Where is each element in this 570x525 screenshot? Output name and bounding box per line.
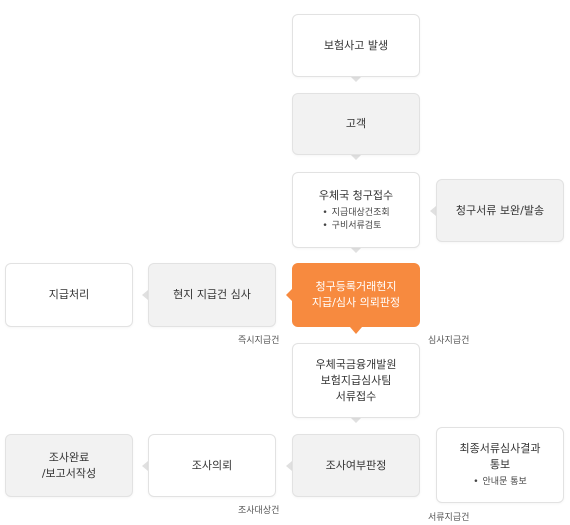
- node-postoffice-item: 구비서류검토: [322, 220, 389, 233]
- label-investigation-target: 조사대상건: [238, 506, 280, 516]
- node-investigation-done-line2: /보고서작성: [41, 466, 97, 480]
- arrow-left-decision: [286, 289, 292, 301]
- node-center-line2: 보험지급심사팀: [320, 373, 392, 387]
- node-investigation-done: 조사완료 /보고서작성: [5, 434, 133, 497]
- arrow-down-postoffice: [351, 248, 361, 253]
- node-accident: 보험사고 발생: [292, 14, 420, 77]
- node-center-line1: 우체국금융개발원: [315, 357, 397, 371]
- arrow-down-customer: [351, 155, 361, 160]
- node-customer-label: 고객: [345, 117, 367, 130]
- node-customer: 고객: [292, 93, 420, 155]
- node-postoffice-title: 우체국 청구접수: [318, 188, 394, 202]
- arrow-down-decision: [350, 327, 362, 334]
- arrow-down-accident: [351, 77, 361, 82]
- node-final-notice-list: 안내문 통보: [473, 476, 527, 489]
- node-decision-line1: 청구등록거래현지: [315, 280, 397, 293]
- node-payment: 지급처리: [5, 263, 133, 327]
- node-payment-label: 지급처리: [48, 288, 90, 301]
- label-immediate: 즉시지급건: [238, 336, 280, 346]
- node-investigation-done-line1: 조사완료: [48, 450, 90, 464]
- arrow-left-supplement: [430, 206, 436, 216]
- node-center: 우체국금융개발원 보험지급심사팀 서류접수: [292, 343, 420, 418]
- node-onsite-review: 현지 지급건 심사: [148, 263, 276, 327]
- node-investigation-request-label: 조사의뢰: [191, 458, 233, 472]
- node-onsite-review-label: 현지 지급건 심사: [173, 288, 251, 301]
- node-final-notice: 최종서류심사결과 통보 안내문 통보: [436, 427, 564, 503]
- label-document-payment: 서류지급건: [428, 513, 470, 523]
- node-final-notice-line2: 통보: [489, 458, 511, 471]
- arrow-left-investigation-request: [142, 461, 148, 471]
- node-postoffice: 우체국 청구접수 지급대상건조회 구비서류검토: [292, 172, 420, 248]
- node-supplement: 청구서류 보완/발송: [436, 179, 564, 242]
- node-investigation-decision: 조사여부판정: [292, 434, 420, 497]
- node-investigation-request: 조사의뢰: [148, 434, 276, 497]
- node-investigation-decision-label: 조사여부판정: [325, 458, 387, 472]
- node-supplement-label: 청구서류 보완/발송: [455, 203, 545, 217]
- node-final-notice-item: 안내문 통보: [473, 476, 527, 489]
- arrow-down-center: [351, 418, 361, 423]
- node-postoffice-list: 지급대상건조회 구비서류검토: [322, 207, 390, 233]
- node-accident-label: 보험사고 발생: [323, 38, 389, 52]
- arrow-left-onsite: [142, 290, 148, 300]
- arrow-left-investigation-decision: [286, 461, 292, 471]
- node-decision-line2: 지급/심사 의뢰판정: [311, 296, 401, 309]
- node-center-line3: 서류접수: [335, 389, 377, 403]
- node-final-notice-line1: 최종서류심사결과: [459, 442, 541, 455]
- node-postoffice-item: 지급대상건조회: [322, 207, 390, 220]
- node-decision: 청구등록거래현지 지급/심사 의뢰판정: [292, 263, 420, 327]
- label-review: 심사지급건: [428, 336, 470, 346]
